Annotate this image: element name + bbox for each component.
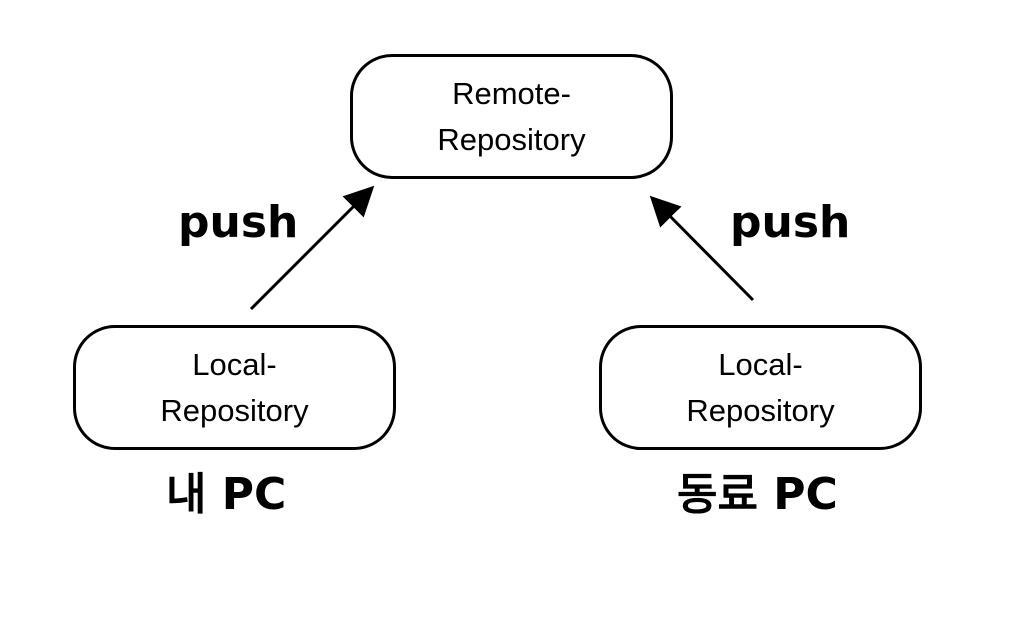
remote-repository-line1: Remote- bbox=[452, 75, 571, 111]
push-arrow-left bbox=[249, 185, 375, 311]
my-pc-caption: 내 PC bbox=[166, 469, 287, 520]
push-label-left: push bbox=[178, 197, 299, 248]
local-repository-colleague-node: Local- Repository bbox=[599, 325, 922, 450]
remote-repository-node: Remote- Repository bbox=[350, 54, 673, 179]
colleague-pc-caption: 동료 PC bbox=[677, 469, 838, 520]
local-repository-mine-line2: Repository bbox=[160, 392, 309, 428]
remote-repository-line2: Repository bbox=[437, 121, 586, 157]
local-repository-mine-line1: Local- bbox=[192, 346, 277, 382]
local-repository-mine-node: Local- Repository bbox=[73, 325, 396, 450]
local-repository-colleague-line2: Repository bbox=[686, 392, 835, 428]
local-repository-colleague-line1: Local- bbox=[718, 346, 803, 382]
push-label-right: push bbox=[730, 197, 851, 248]
push-arrow-right bbox=[649, 195, 755, 302]
